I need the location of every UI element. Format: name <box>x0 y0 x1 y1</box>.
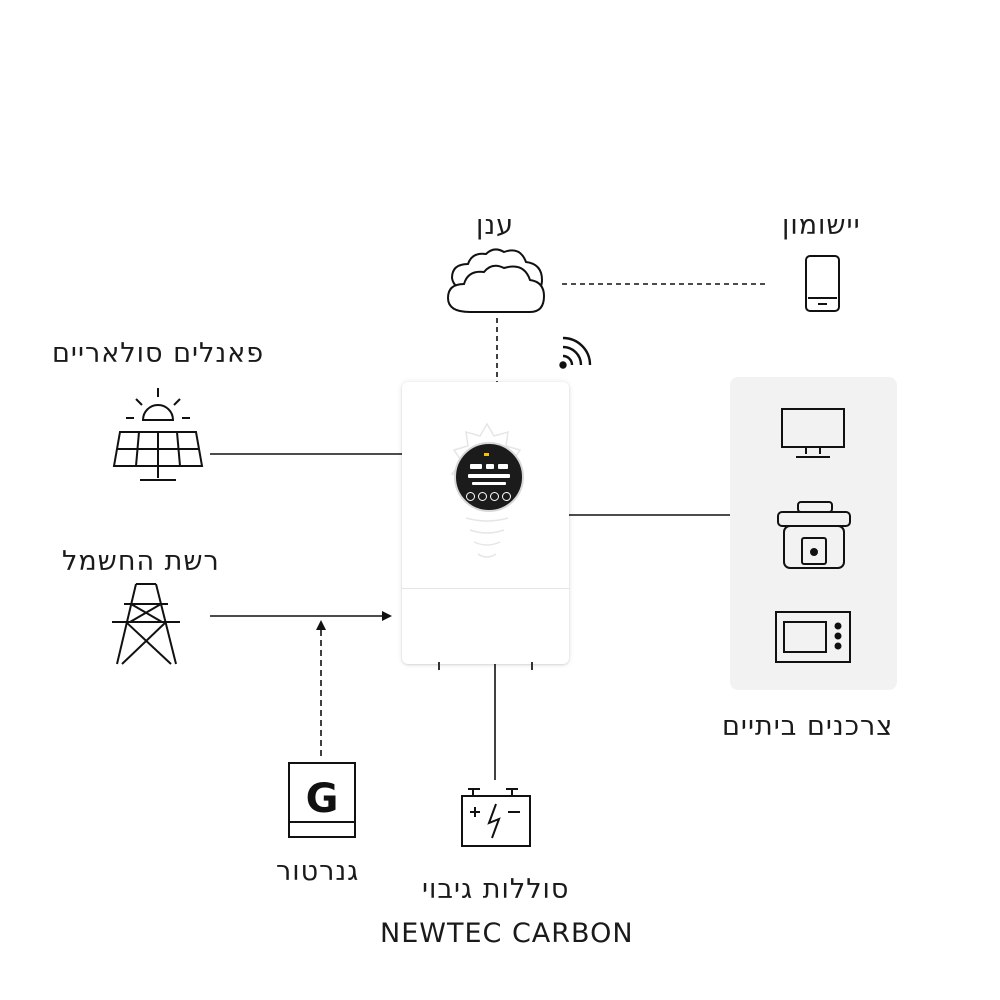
appliances-panel <box>730 377 897 690</box>
label-battery-brand: NEWTEC CARBON <box>380 918 634 949</box>
power-tower-icon <box>112 583 180 665</box>
label-grid: רשת החשמל <box>62 546 220 577</box>
label-generator: גנרטור <box>276 856 360 887</box>
label-app: יישומון <box>782 210 861 241</box>
label-cloud: ענן <box>476 210 515 241</box>
generator-letter: G <box>306 776 339 822</box>
generator-icon <box>288 762 356 838</box>
inverter <box>402 382 569 670</box>
solar-panel-icon <box>112 388 204 481</box>
label-battery: סוללות גיבוי <box>422 874 570 905</box>
label-appliances: צרכנים ביתיים <box>722 711 894 742</box>
smartphone-icon <box>805 255 840 312</box>
battery-icon <box>461 788 531 847</box>
cloud-icon <box>446 248 546 313</box>
rice-cooker-icon <box>777 501 851 569</box>
label-solar-panels: פאנלים סולאריים <box>52 338 265 369</box>
inverter-display <box>454 442 524 512</box>
microwave-icon <box>775 611 851 663</box>
inverter-ports <box>438 662 533 670</box>
wifi-icon <box>559 336 592 369</box>
tv-icon <box>781 408 845 458</box>
